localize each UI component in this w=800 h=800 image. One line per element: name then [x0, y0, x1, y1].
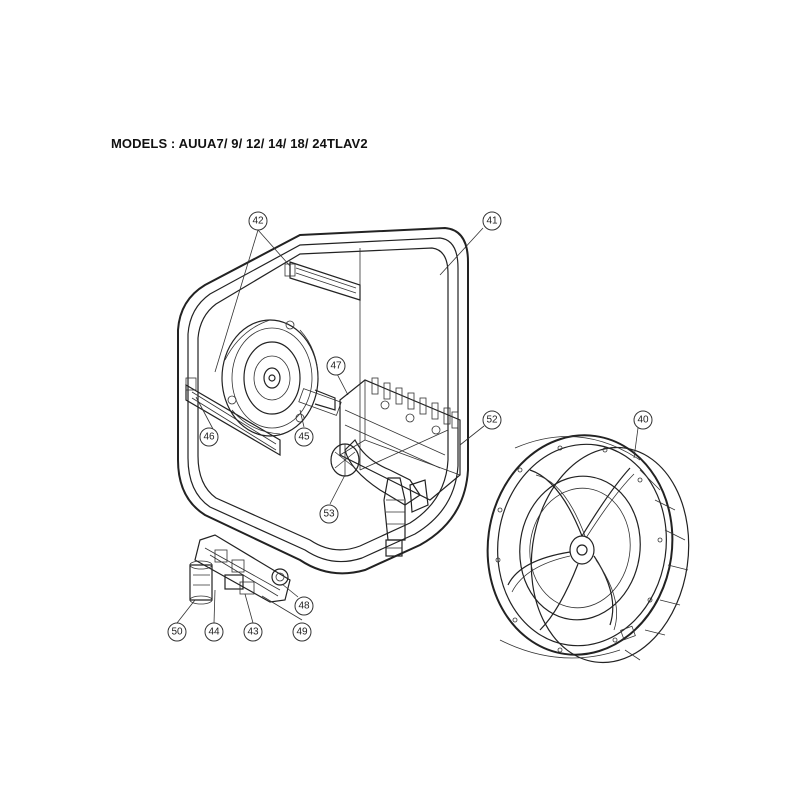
- callout-46[interactable]: 46: [199, 427, 219, 447]
- callout-52[interactable]: 52: [482, 410, 502, 430]
- callout-label: 50: [171, 627, 183, 638]
- callout-48[interactable]: 48: [294, 596, 314, 616]
- callout-40[interactable]: 40: [633, 410, 653, 430]
- callout-45[interactable]: 45: [294, 427, 314, 447]
- callout-label: 41: [486, 216, 498, 227]
- callout-50[interactable]: 50: [167, 622, 187, 642]
- callout-label: 49: [296, 627, 308, 638]
- callout-49[interactable]: 49: [292, 622, 312, 642]
- callout-label: 48: [298, 601, 310, 612]
- outer-drum-frame: [177, 226, 469, 575]
- callout-53[interactable]: 53: [319, 504, 339, 524]
- callout-42[interactable]: 42: [248, 211, 268, 231]
- leader-lines: [176, 227, 639, 624]
- callout-47[interactable]: 47: [326, 356, 346, 376]
- callout-41[interactable]: 41: [482, 211, 502, 231]
- callout-label: 46: [203, 432, 215, 443]
- callout-label: 45: [298, 432, 310, 443]
- callout-label: 42: [252, 216, 264, 227]
- callout-label: 52: [486, 415, 498, 426]
- callout-44[interactable]: 44: [204, 622, 224, 642]
- callout-label: 43: [247, 627, 259, 638]
- motor-pulley: [221, 319, 342, 437]
- callout-label: 47: [330, 361, 342, 372]
- pump-hose-connector: [330, 443, 429, 557]
- inner-wash-drum: [486, 434, 690, 664]
- valve-distributor-block: [339, 377, 461, 506]
- small-valve-assembly: [189, 534, 291, 605]
- callout-label: 53: [323, 509, 335, 520]
- callout-43[interactable]: 43: [243, 622, 263, 642]
- callout-label: 40: [637, 415, 649, 426]
- models-title: MODELS : AUUA7/ 9/ 12/ 14/ 18/ 24TLAV2: [111, 136, 368, 151]
- callout-label: 44: [208, 627, 220, 638]
